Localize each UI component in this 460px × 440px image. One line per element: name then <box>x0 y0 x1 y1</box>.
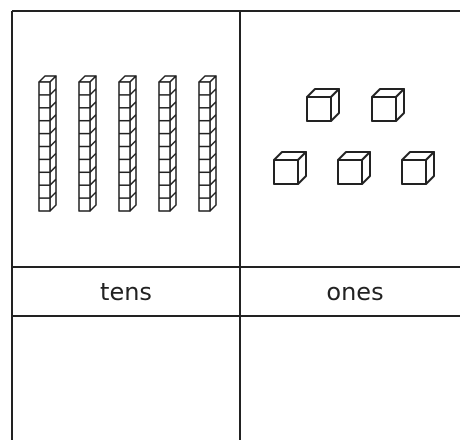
tens-rod <box>39 76 56 211</box>
tens-rod <box>119 76 136 211</box>
ones-cube <box>402 152 434 184</box>
ones-block-area <box>274 89 434 184</box>
tens-column-label: tens <box>100 278 152 306</box>
tens-rod <box>79 76 96 211</box>
tens-rod <box>159 76 176 211</box>
tens-rod <box>199 76 216 211</box>
ones-cube <box>274 152 306 184</box>
ones-column-label: ones <box>326 278 383 306</box>
table-grid <box>12 11 460 440</box>
ones-cube <box>307 89 339 121</box>
ones-cube <box>372 89 404 121</box>
ones-cube <box>338 152 370 184</box>
tens-block-area <box>39 76 216 211</box>
